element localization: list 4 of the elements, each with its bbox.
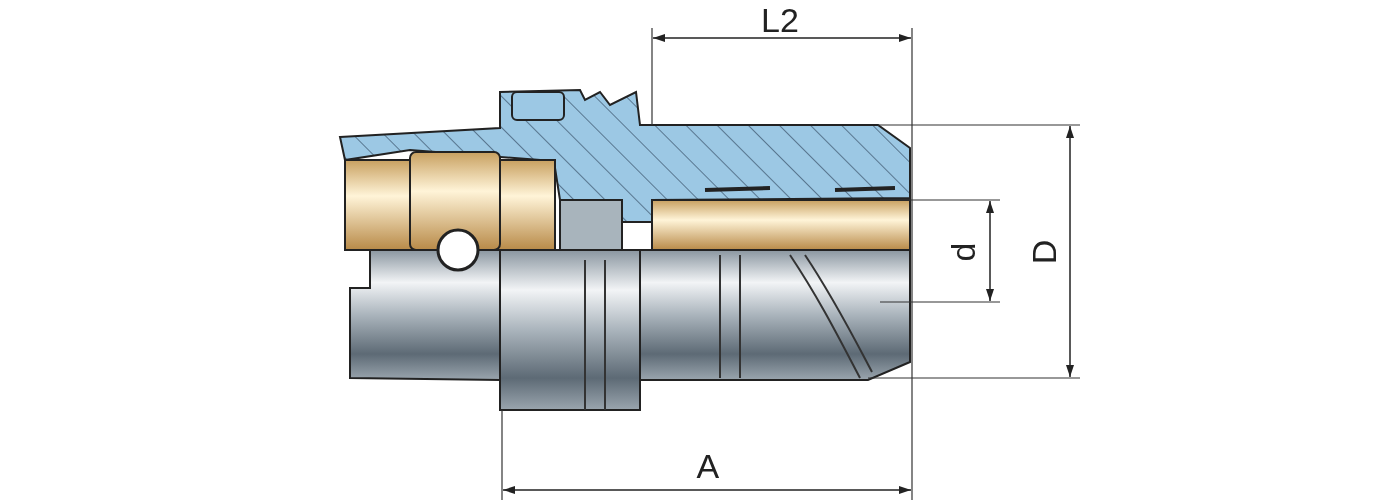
dimension-label: D <box>1026 239 1061 265</box>
dimension-label: A <box>696 449 720 483</box>
dimension-label: d <box>945 242 980 262</box>
dimension-label: L2 <box>761 3 799 37</box>
